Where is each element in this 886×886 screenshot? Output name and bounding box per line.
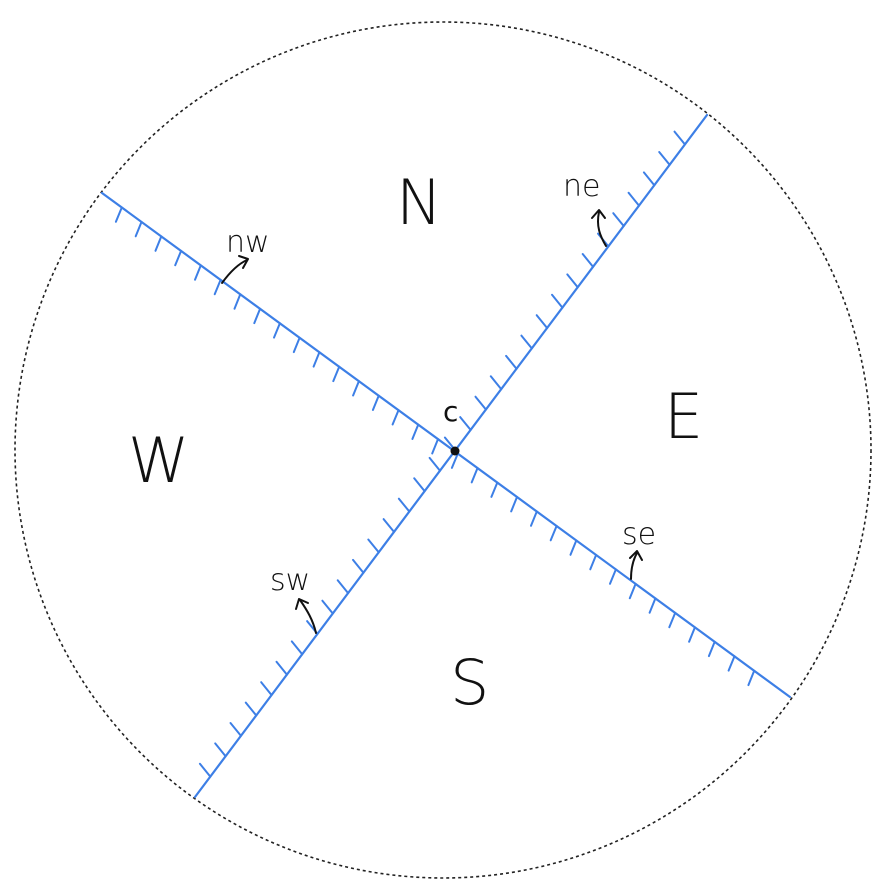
arrow-nw-head (238, 255, 249, 269)
hatched-line-nw-se-tick (569, 539, 578, 556)
ray-label-nw: nw (226, 225, 270, 260)
hatched-line-sw-ne-tick (428, 456, 441, 472)
hatched-line-nw-se-tick (549, 525, 558, 542)
arrow-se (630, 552, 638, 580)
center-point (450, 446, 460, 456)
hatched-line-nw-se-tick (727, 655, 736, 672)
hatched-line-nw-se-tick (628, 582, 637, 600)
hatched-line-nw-se-tick (510, 496, 518, 513)
hatched-line-nw-se-tick (273, 322, 281, 339)
region-label-east: E (664, 380, 703, 453)
ray-label-se: se (622, 517, 656, 552)
hatched-line-sw-ne-tick (397, 497, 411, 513)
hatched-line-nw-se-tick (530, 510, 538, 527)
hatched-line-sw-ne-tick (214, 742, 227, 758)
arrow-sw-head (295, 598, 309, 610)
hatched-line-nw-se-tick (450, 452, 459, 469)
region-label-west: W (128, 424, 189, 497)
hatched-line-sw-ne-tick (321, 599, 334, 615)
hatched-line-nw-se-tick (253, 307, 262, 325)
hatched-line-nw-se-tick (213, 278, 222, 296)
hatched-line-nw-se-tick (411, 423, 420, 440)
hatched-line-sw-ne-tick (474, 395, 487, 411)
arrow-ne-head (591, 209, 606, 219)
hatched-line-sw-ne-tick (459, 416, 472, 431)
hatched-line-sw-ne-tick (551, 293, 564, 309)
region-label-south: S (450, 646, 489, 719)
ray-label-sw: sw (270, 563, 310, 598)
hatched-line-nw-se-tick (609, 568, 617, 585)
hatched-line-nw-se-tick (134, 221, 143, 238)
hatched-line-sw-ne-tick (520, 334, 533, 350)
hatched-line-sw-ne-tick (642, 171, 656, 187)
hatched-line-nw-se-tick (312, 351, 321, 368)
boundary-circle (14, 21, 872, 879)
hatched-line-nw-se-tick (668, 611, 677, 629)
hatched-line-nw-se-tick (292, 336, 301, 354)
hatched-line-nw-se-tick (233, 293, 242, 310)
hatched-line-nw-se-tick (114, 206, 123, 223)
hatched-line-sw-ne-tick (382, 518, 395, 533)
hatched-line-sw-ne-tick (367, 538, 380, 554)
hatched-line-sw-ne-tick (566, 273, 579, 289)
hatched-line-nw-se-tick (371, 394, 380, 411)
hatched-line-nw-se-tick (648, 597, 657, 614)
hatched-line-sw-ne-tick (505, 354, 518, 370)
center-label: c (443, 395, 458, 428)
hatched-line-nw-se-tick (707, 640, 716, 658)
hatched-line-sw-ne-tick (612, 212, 625, 227)
hatched-line-nw-se-tick (589, 554, 598, 571)
hatched-line-sw-ne-tick (489, 375, 503, 391)
hatched-line-sw-ne-tick (535, 314, 549, 329)
hatched-line-nw-se-tick (688, 626, 696, 643)
arrow-ne (596, 211, 607, 247)
hatched-line-sw-ne (193, 113, 709, 799)
arrow-nw (221, 259, 248, 284)
hatched-line-nw-se-tick (174, 249, 183, 267)
hatched-line-sw-ne-tick (413, 477, 426, 493)
hatched-line-nw-se-tick (194, 264, 202, 281)
hatched-line-sw-ne-tick (352, 558, 365, 574)
hatched-line-sw-ne-tick (336, 579, 350, 595)
hatched-line-sw-ne-tick (275, 660, 288, 676)
arrow-se-head (629, 550, 643, 561)
hatched-line-sw-ne-tick (290, 640, 304, 656)
hatched-line-nw-se-tick (154, 235, 163, 252)
hatched-line-sw-ne-tick (581, 253, 594, 268)
hatched-line-nw-se-tick (431, 438, 439, 455)
hatched-line-sw-ne-tick (658, 151, 671, 166)
arrow-sw (299, 599, 317, 634)
hatched-line-nw-se-tick (352, 380, 360, 397)
hatched-line-nw-se-tick (747, 669, 756, 687)
hatched-line-nw-se-tick (332, 365, 341, 383)
region-label-north: N (396, 166, 442, 239)
ray-label-ne: ne (563, 169, 600, 204)
hatched-line-sw-ne-tick (260, 681, 273, 696)
hatched-lines (100, 113, 792, 799)
hatched-line-nw-se-tick (470, 467, 479, 484)
hatched-line-sw-ne-tick (229, 722, 242, 737)
hatched-line-sw-ne-tick (673, 130, 686, 146)
hatched-line-nw-se-tick (391, 409, 400, 426)
hatched-line-sw-ne-tick (244, 701, 258, 717)
hatched-line-nw-se-tick (490, 481, 499, 498)
hatched-line-sw-ne-tick (198, 762, 212, 778)
hatched-line-sw-ne-tick (627, 191, 640, 207)
